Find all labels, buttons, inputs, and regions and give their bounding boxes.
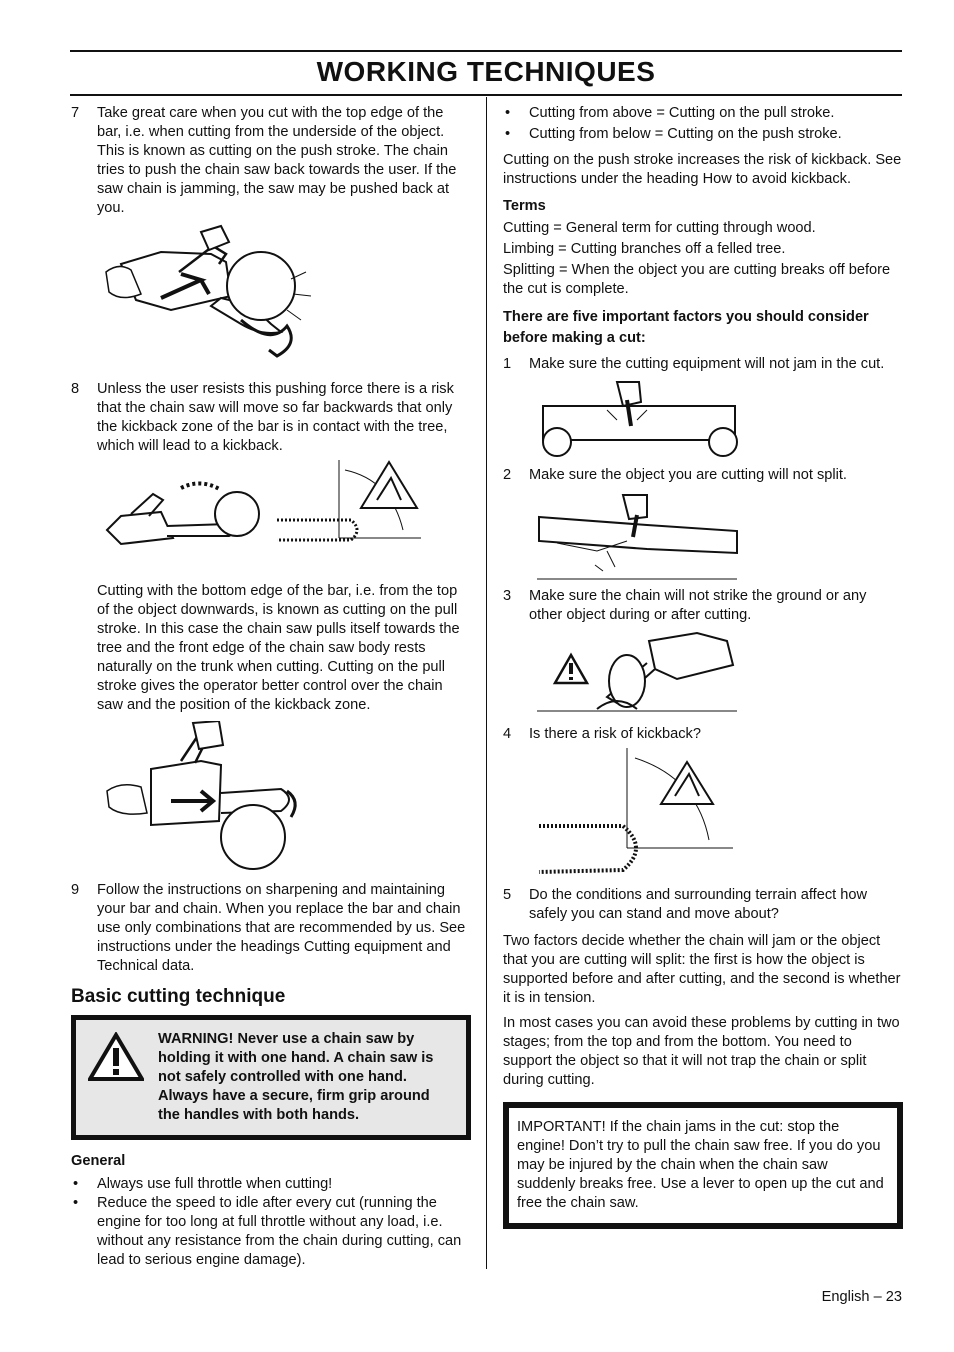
term-item: Cutting = General term for cutting throu… xyxy=(503,220,816,236)
list-item: • Cutting from below = Cutting on the pu… xyxy=(505,126,842,142)
important-box: IMPORTANT! If the chain jams in the cut:… xyxy=(503,1102,903,1229)
log-jam-illustration xyxy=(542,381,738,457)
two-factors-paragraph: Two factors decide whether the chain wil… xyxy=(503,933,901,1006)
kickback-zone-illustration xyxy=(105,460,421,546)
two-stages-paragraph: In most cases you can avoid these proble… xyxy=(503,1015,900,1088)
kickback-warning-icon xyxy=(659,760,715,805)
warning-triangle-icon xyxy=(88,1032,144,1081)
pull-stroke-illustration xyxy=(106,721,297,870)
list-item-7: 7 Take great care when you cut with the … xyxy=(71,105,457,216)
right-column: • Cutting from above = Cutting on the pu… xyxy=(503,104,903,1229)
title-rule xyxy=(70,94,902,96)
pull-stroke-paragraph: Cutting with the bottom edge of the bar,… xyxy=(97,583,460,713)
section-heading: Basic cutting technique xyxy=(71,986,286,1007)
factor-item-5: 5 Do the conditions and surrounding terr… xyxy=(503,887,868,922)
term-item: Limbing = Cutting branches off a felled … xyxy=(503,241,786,257)
list-item: • Reduce the speed to idle after every c… xyxy=(73,1195,462,1268)
terms-heading: Terms xyxy=(503,198,546,214)
kickback-risk-illustration xyxy=(538,748,733,874)
page-footer: English – 23 xyxy=(821,1289,902,1305)
page-title: WORKING TECHNIQUES xyxy=(316,56,656,87)
list-item: • Cutting from above = Cutting on the pu… xyxy=(505,105,835,121)
left-column: 7 Take great care when you cut with the … xyxy=(71,104,471,1270)
factor-item-4: 4 Is there a risk of kickback? xyxy=(503,726,701,742)
factor-item-3: 3 Make sure the chain will not strike th… xyxy=(503,588,867,623)
log-split-illustration xyxy=(537,494,738,580)
push-risk-paragraph: Cutting on the push stroke increases the… xyxy=(503,152,902,187)
list-item-8: 8 Unless the user resists this pushing f… xyxy=(71,381,454,454)
column-divider xyxy=(486,97,487,1269)
kickback-warning-icon xyxy=(359,460,419,509)
factor-item-2: 2 Make sure the object you are cutting w… xyxy=(503,467,847,483)
list-item: • Always use full throttle when cutting! xyxy=(73,1176,333,1192)
warning-text: WARNING! Never use a chain saw by holdin… xyxy=(158,1031,434,1123)
factor-item-1: 1 Make sure the cutting equipment will n… xyxy=(503,356,885,372)
general-heading: General xyxy=(71,1153,126,1169)
list-item-9: 9 Follow the instructions on sharpening … xyxy=(71,882,466,974)
important-text: IMPORTANT! If the chain jams in the cut:… xyxy=(517,1119,884,1211)
ground-strike-illustration xyxy=(537,631,737,712)
term-item: Splitting = When the object you are cutt… xyxy=(503,262,891,297)
push-stroke-illustration xyxy=(105,224,312,358)
factors-heading: There are five important factors you sho… xyxy=(503,309,869,346)
warning-box: WARNING! Never use a chain saw by holdin… xyxy=(71,1015,471,1140)
top-rule xyxy=(70,50,902,52)
